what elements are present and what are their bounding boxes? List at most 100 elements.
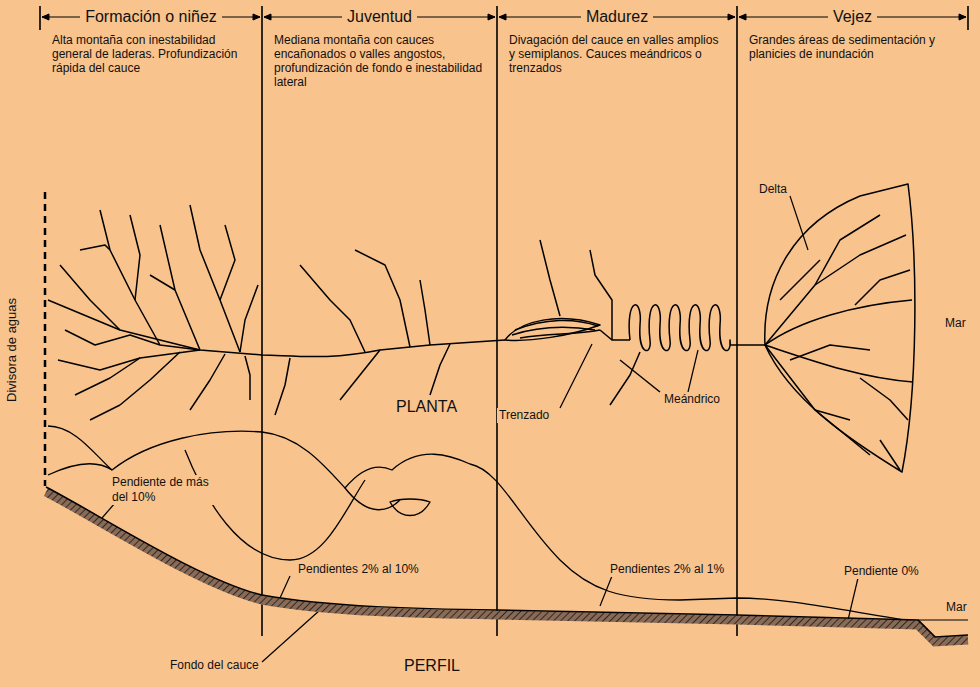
leader-lines-stroke (790, 196, 808, 250)
river-plan-stroke (130, 215, 140, 300)
river-plan (48, 205, 765, 420)
river-plan-stroke (520, 330, 600, 338)
delta-stroke (815, 215, 880, 285)
stage-band: VejezGrandes áreas de sedimentación y pl… (737, 5, 968, 65)
river-plan-stroke (505, 319, 600, 341)
river-plan-stroke (190, 205, 240, 352)
stage-band: MadurezDivagación del cauce en valles am… (497, 5, 737, 79)
leader-lines-stroke (600, 576, 612, 606)
column-dividers (40, 6, 968, 636)
delta-stroke (765, 300, 912, 345)
column-dividers-stroke (736, 6, 738, 636)
valley-profile-stroke (48, 464, 112, 475)
river-plan-stroke (515, 320, 598, 330)
band-heading: Vejez (828, 8, 877, 25)
river-plan-stroke (420, 280, 430, 345)
diagram-label: Mar (944, 600, 969, 615)
delta-stroke (765, 184, 915, 472)
delta-stroke (860, 378, 908, 420)
diagram-label: Mar (943, 316, 968, 331)
band-heading: Formación o niñez (80, 8, 222, 25)
river-plan-stroke (540, 240, 560, 316)
river-plan-stroke (160, 225, 200, 350)
riverbed-line (46, 487, 968, 637)
stage-band: JuventudMediana montaña con cauces encañ… (262, 5, 497, 93)
diagram-label: Delta (757, 182, 789, 197)
band-heading-row: Juventud (262, 5, 497, 29)
river-plan-stroke (730, 344, 765, 346)
diagram-label: Pendientes 2% al 10% (296, 562, 421, 577)
valley-profile-stroke (185, 450, 365, 560)
band-description: Grandes áreas de sedimentación y planici… (737, 29, 968, 61)
valley-profile-stroke (48, 426, 918, 622)
delta (765, 184, 915, 472)
river-plan-stroke (610, 352, 640, 405)
delta-stroke (790, 345, 870, 360)
river-plan-stroke (150, 275, 175, 290)
delta-stroke (855, 270, 910, 305)
river-plan-stroke (100, 210, 160, 345)
diagram-label: Pendientes 2% al 1% (608, 562, 726, 577)
river-plan-stroke (275, 358, 290, 415)
column-dividers-stroke (261, 6, 263, 636)
river-plan-stroke (75, 358, 140, 395)
river-plan-stroke (60, 265, 120, 330)
valley-profile-stroke (345, 488, 400, 510)
vertical-label: Divisora de aguas (4, 296, 20, 404)
band-description: Mediana montaña con cauces encañonados o… (262, 29, 497, 89)
band-heading-row: Madurez (497, 5, 737, 29)
river-plan-stroke (340, 350, 380, 400)
diagram-label: Meándrico (662, 392, 722, 407)
diagram-label: Pendiente de más del 10% (110, 475, 224, 505)
diagram-label: Pendiente 0% (842, 564, 921, 579)
leader-lines-stroke (848, 578, 858, 620)
valley-profile-stroke (390, 499, 430, 516)
river-plan-stroke (90, 405, 120, 420)
river-plan-stroke (240, 285, 258, 352)
delta-stroke (765, 235, 906, 345)
sea-surface (918, 620, 968, 621)
band-heading-row: Vejez (737, 5, 968, 29)
column-dividers-stroke (496, 6, 498, 636)
watershed-dashed-line (44, 192, 47, 486)
delta-stroke (815, 410, 850, 420)
river-plan-stroke (80, 245, 110, 250)
river-plan-stroke (629, 305, 730, 351)
delta-stroke (765, 345, 913, 382)
band-heading-row: Formación o niñez (40, 5, 262, 29)
river-plan-stroke (430, 344, 450, 395)
river-plan-stroke (220, 225, 235, 300)
leader-lines-stroke (280, 576, 290, 598)
diagram-label: Trenzado (497, 408, 551, 423)
valley-profile (48, 426, 918, 622)
river-plan-stroke (245, 356, 250, 400)
delta-stroke (765, 345, 870, 455)
diagram-label: Fondo del cauce (168, 658, 261, 673)
leader-lines-stroke (262, 610, 320, 662)
diagram-label: PERFIL (402, 656, 462, 675)
river-plan-stroke (190, 354, 225, 410)
stage-band: Formación o niñezAlta montaña con inesta… (40, 5, 262, 79)
river-plan-stroke (590, 250, 630, 340)
column-dividers-stroke (39, 6, 41, 30)
leader-lines-stroke (102, 503, 115, 518)
delta-stroke (880, 440, 900, 470)
diagram-label: PLANTA (394, 397, 459, 416)
riverbed-hatch (46, 492, 968, 642)
river-plan-stroke (620, 360, 660, 392)
river-plan-stroke (48, 300, 505, 357)
leader-lines (102, 196, 858, 662)
river-plan-stroke (355, 250, 410, 347)
river-plan-stroke (120, 352, 180, 405)
column-dividers-stroke (967, 6, 969, 30)
river-plan-stroke (65, 330, 200, 350)
band-heading: Juventud (342, 8, 417, 25)
delta-stroke (780, 260, 820, 300)
band-description: Alta montaña con inestabilidad general d… (40, 29, 262, 75)
leader-lines-stroke (560, 344, 592, 408)
band-heading: Madurez (581, 8, 653, 25)
river-plan-stroke (300, 265, 365, 352)
river-plan-stroke (600, 330, 612, 340)
